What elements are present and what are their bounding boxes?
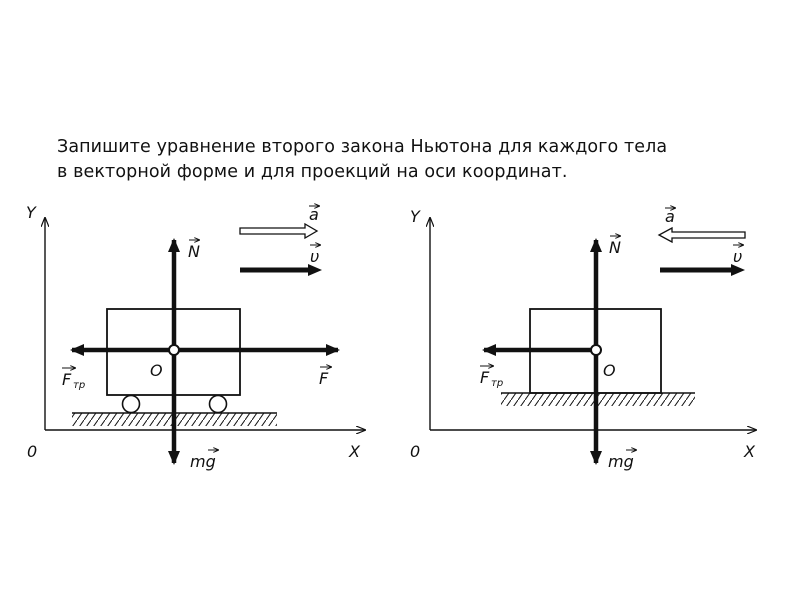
center-label: O: [603, 361, 616, 380]
friction-subscript: тр: [491, 378, 503, 389]
gravity-label: mg: [608, 452, 634, 471]
normal-force-label: N: [609, 238, 621, 257]
y-axis-label: Y: [26, 203, 37, 222]
task-text: Запишите уравнение второго закона Ньютон…: [57, 135, 787, 185]
diagram-right: Y X 0 N mg F тр O a υ: [410, 207, 756, 471]
origin-label: 0: [27, 442, 37, 461]
center-point: [168, 344, 180, 356]
y-axis-label: Y: [410, 207, 421, 226]
normal-force-label: N: [188, 242, 200, 261]
acceleration-label: a: [665, 207, 675, 226]
center-point: [590, 344, 602, 356]
task-line-2: в векторной форме и для проекций на оси …: [57, 162, 568, 182]
velocity-label: υ: [733, 247, 742, 266]
diagram-left: Y X 0 N mg F тр F O a υ: [26, 203, 365, 471]
center-label: O: [150, 361, 163, 380]
gravity-label: mg: [190, 452, 216, 471]
friction-label: F: [62, 370, 72, 389]
acceleration-label: a: [309, 205, 319, 224]
origin-label: 0: [410, 442, 420, 461]
acceleration-arrow: [657, 226, 746, 244]
applied-force-label: F: [319, 369, 329, 388]
x-axis-label: X: [743, 442, 756, 461]
velocity-arrow-head: [731, 264, 745, 276]
x-axis-label: X: [348, 442, 361, 461]
cart-wheel-left: [121, 394, 141, 414]
task-line-1: Запишите уравнение второго закона Ньютон…: [57, 137, 668, 157]
acceleration-arrow: [239, 222, 319, 240]
velocity-arrow-head: [308, 264, 322, 276]
cart-wheel-right: [208, 394, 228, 414]
friction-label: F: [480, 368, 490, 387]
velocity-label: υ: [310, 247, 319, 266]
friction-subscript: тр: [73, 380, 85, 391]
